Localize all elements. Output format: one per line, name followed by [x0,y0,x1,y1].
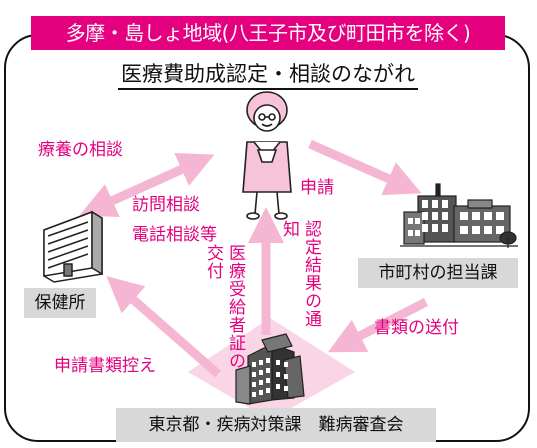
arrow-shinsei-hikae [106,276,221,378]
arrow-hokenjo-to-ryoyo [94,152,215,213]
arrow-shorui-sofu [327,297,429,353]
label-ryoyo-sodan: 療養の相談 [38,140,123,160]
node-hokenjo: 保健所 [24,288,96,318]
label-shorui-sofu: 書類の送付 [374,318,459,338]
patient-icon [242,91,292,220]
label-jukyusha-sho-kofu: 医療受給者証の交付 [203,244,245,370]
label-shinsei-hikae: 申請書類控え [54,356,156,376]
label-nintei-kekka-tsuchi: 認定結果の通知 [279,220,321,328]
arrow-shinsei [308,139,422,196]
hokenjo-building-icon [43,210,103,283]
diagram-title: 医療費助成認定・相談のながれ [121,62,415,86]
tokyo-building-icon [235,333,305,405]
label-homon-denwa-sodan: 訪問相談 電話相談等 [132,195,217,245]
label-shinsei: 申請 [300,178,334,198]
region-banner: 多摩・島しょ地域(八王子市及び町田市を除く) [31,16,505,50]
node-shichoson: 市町村の担当課 [358,258,518,288]
title-underline [118,88,418,90]
shichoson-building-icon [400,183,518,248]
node-tokyo: 東京都・疾病対策課 難病審査会 [116,408,436,442]
